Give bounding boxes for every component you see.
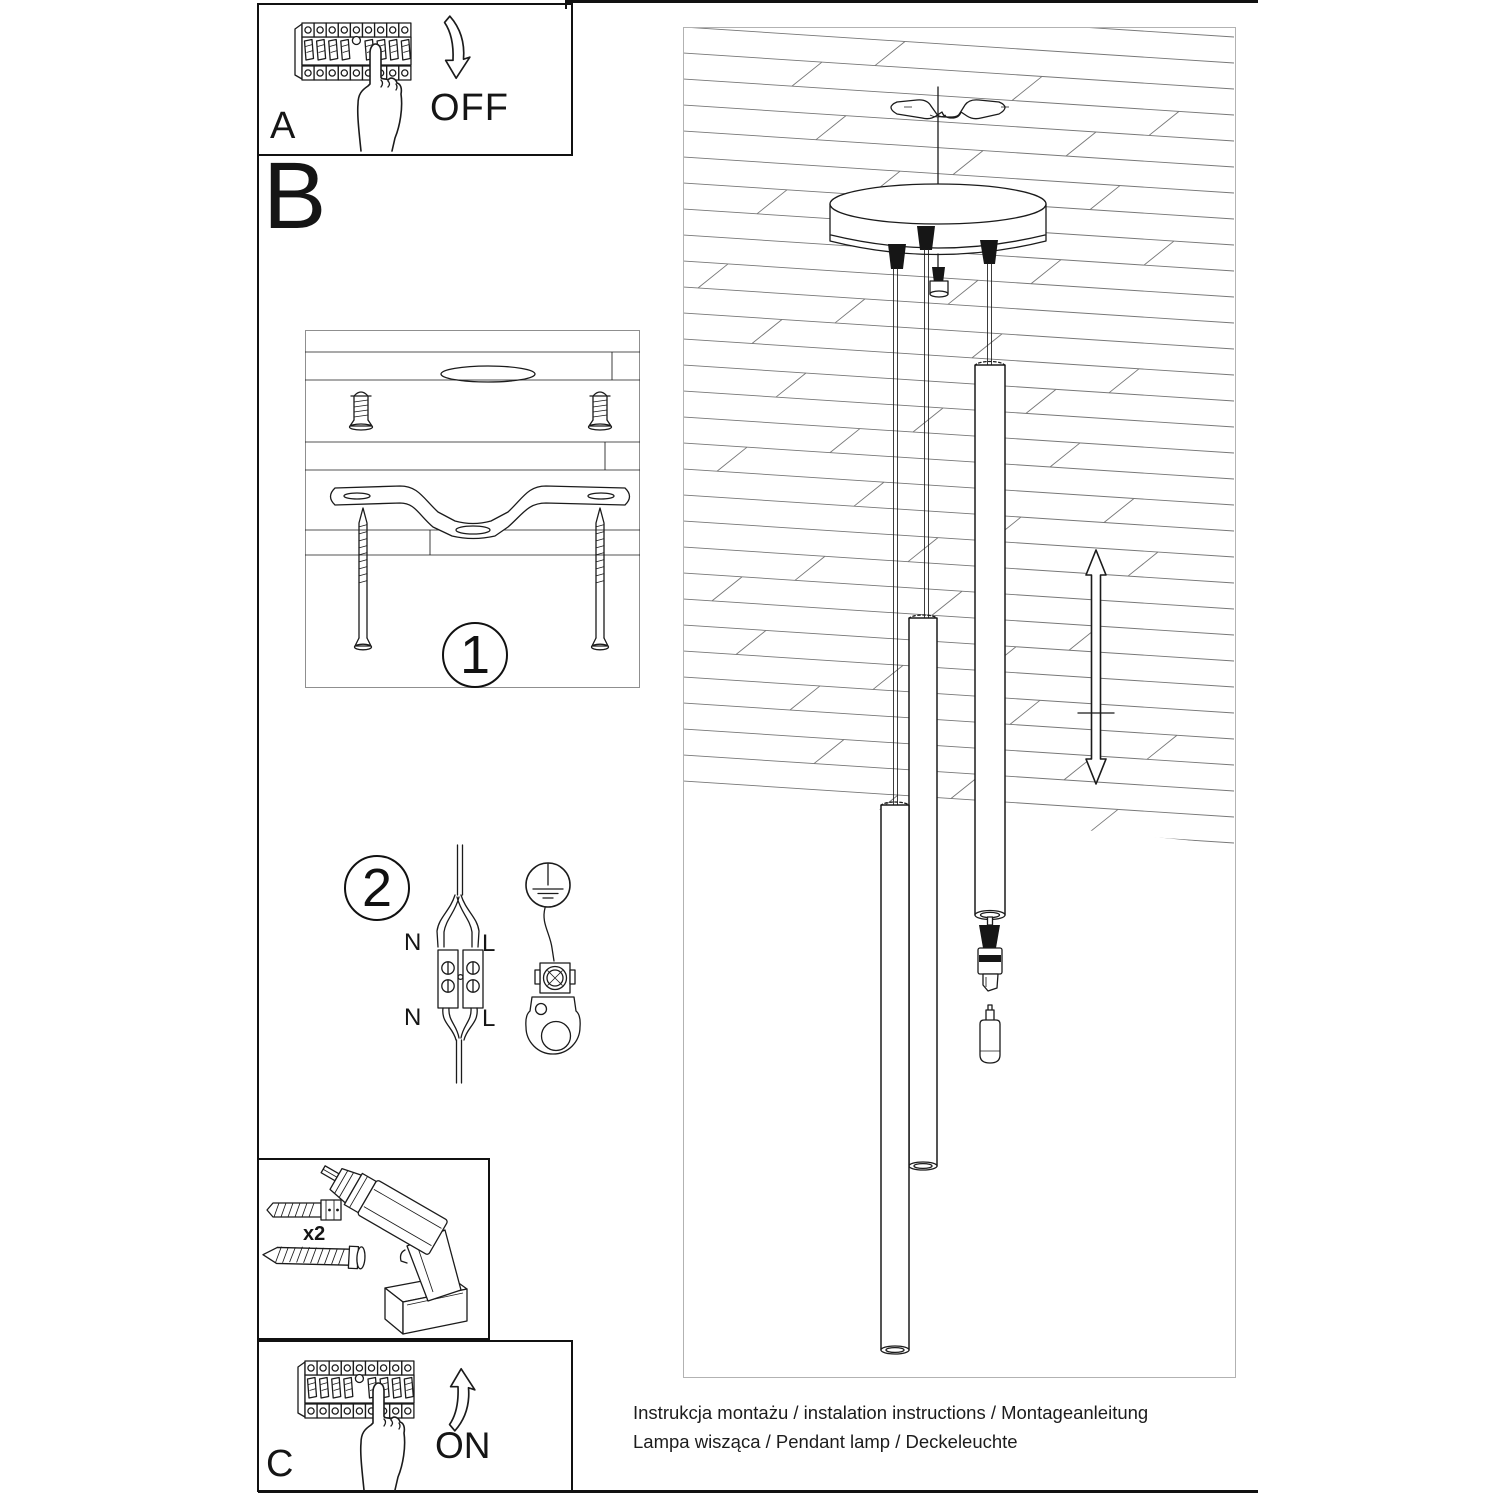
arrow-up-icon xyxy=(438,1352,478,1434)
pendant-lamp-frame xyxy=(683,27,1236,1378)
panel-c-frame xyxy=(257,1340,573,1492)
suspension-cable xyxy=(924,249,929,618)
hand-press-icon xyxy=(351,1381,409,1491)
cable-grip-icon xyxy=(917,226,935,250)
canopy xyxy=(829,183,1047,256)
pendant-tube-right xyxy=(974,360,1006,921)
section-b-label: B xyxy=(263,143,327,249)
step-number-2-badge: 2 xyxy=(344,855,410,921)
suspension-cable xyxy=(893,268,898,805)
cable-grip-icon xyxy=(888,244,906,269)
panel-a-label: A xyxy=(270,105,296,147)
sheet-top-edge-line xyxy=(565,0,1258,3)
hand-press-icon xyxy=(348,42,406,152)
sheet-bottom-rule xyxy=(258,1490,1258,1493)
wire-label-n-bottom: N xyxy=(404,1004,422,1031)
ceiling-planks xyxy=(684,28,1234,845)
caption-line-2: Lampa wisząca / Pendant lamp / Deckeleuc… xyxy=(633,1431,1018,1452)
led-bulb-icon xyxy=(979,1004,1001,1064)
wire-label-l-top: L xyxy=(482,930,496,957)
tools-diagram xyxy=(262,1165,468,1335)
cable-grip-icon xyxy=(980,240,998,264)
step-number-1: 1 xyxy=(459,625,491,685)
wire-label-l-bottom: L xyxy=(482,1005,496,1032)
tools-frame xyxy=(257,1158,490,1340)
left-column-rule xyxy=(257,3,259,1492)
on-label: ON xyxy=(435,1425,491,1466)
quantity-label: x2 xyxy=(303,1223,326,1245)
panel-a-frame xyxy=(257,3,573,156)
wall-plug-icon xyxy=(266,1199,342,1221)
lamp-socket-exploded xyxy=(977,916,1003,992)
quick-connector-icon xyxy=(929,253,949,298)
wiring-diagram xyxy=(436,844,581,1084)
screw-icon xyxy=(262,1245,366,1270)
step-number-2: 2 xyxy=(361,858,393,918)
caption-line-1: Instrukcja montażu / instalation instruc… xyxy=(633,1402,1149,1423)
pendant-tube-middle xyxy=(908,614,938,1171)
ceiling-bracket-icon xyxy=(890,99,1006,120)
drill-icon xyxy=(320,1165,468,1335)
step-number-1-badge: 1 xyxy=(442,622,508,688)
wire-label-n-top: N xyxy=(404,929,422,956)
breaker-panel-icon xyxy=(294,22,412,81)
pendant-lamp-illustration xyxy=(684,28,1234,1355)
arrow-down-icon xyxy=(433,13,473,95)
height-adjust-arrow-icon xyxy=(1077,549,1115,785)
pendant-tube-left xyxy=(880,801,910,1355)
off-label: OFF xyxy=(430,87,509,129)
ceiling-mount-diagram xyxy=(305,351,640,651)
suspension-cable xyxy=(987,263,992,365)
panel-c-label: C xyxy=(266,1443,294,1485)
breaker-panel-icon xyxy=(297,1360,415,1419)
